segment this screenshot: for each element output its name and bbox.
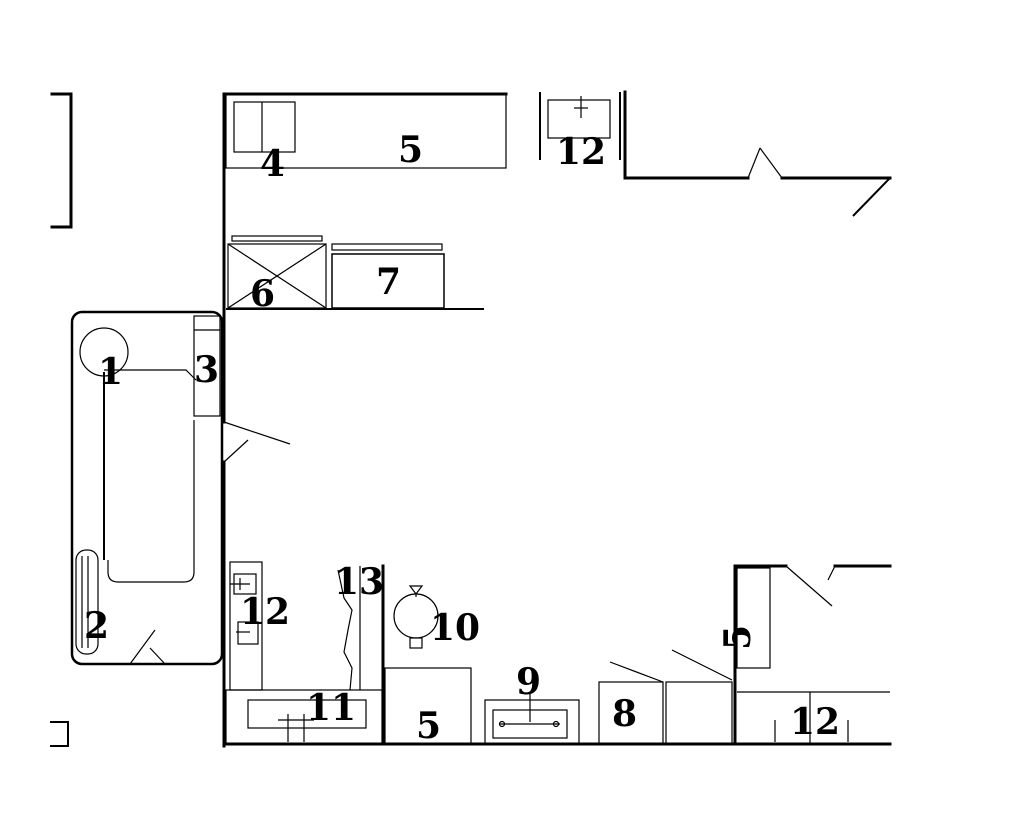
water-heater-10 <box>393 585 439 649</box>
counter-11 <box>225 689 383 745</box>
left-room <box>70 310 224 666</box>
label-4: 4 <box>260 143 285 185</box>
label-13: 13 <box>334 561 384 603</box>
label-6: 6 <box>250 273 275 315</box>
sink-9 <box>484 694 580 745</box>
label-5-bottom: 5 <box>416 705 441 747</box>
cupboard-13 <box>337 566 361 691</box>
label-7: 7 <box>376 261 401 303</box>
unit-8 <box>598 649 733 745</box>
label-9: 9 <box>516 661 541 703</box>
label-2: 2 <box>84 605 109 647</box>
top-counter <box>224 92 508 169</box>
left-bracket-walls <box>50 92 73 747</box>
sink-top <box>539 92 621 160</box>
labels: 1 2 3 4 5 5 5 6 7 8 9 10 11 12 12 12 13 <box>84 129 840 747</box>
label-10: 10 <box>430 607 480 649</box>
cabinet-5-bottom <box>384 667 472 745</box>
label-5-top: 5 <box>398 129 423 171</box>
label-12-top: 12 <box>556 131 606 173</box>
label-1: 1 <box>98 351 123 393</box>
right-room-cabinets <box>736 567 890 744</box>
stove-and-oven <box>226 235 484 310</box>
main-walls <box>222 90 892 748</box>
label-11: 11 <box>306 687 356 729</box>
label-5-right: 5 <box>717 625 759 650</box>
label-8: 8 <box>612 693 637 735</box>
label-12-right: 12 <box>790 701 840 743</box>
label-3: 3 <box>194 349 219 391</box>
label-12-left: 12 <box>240 591 290 633</box>
